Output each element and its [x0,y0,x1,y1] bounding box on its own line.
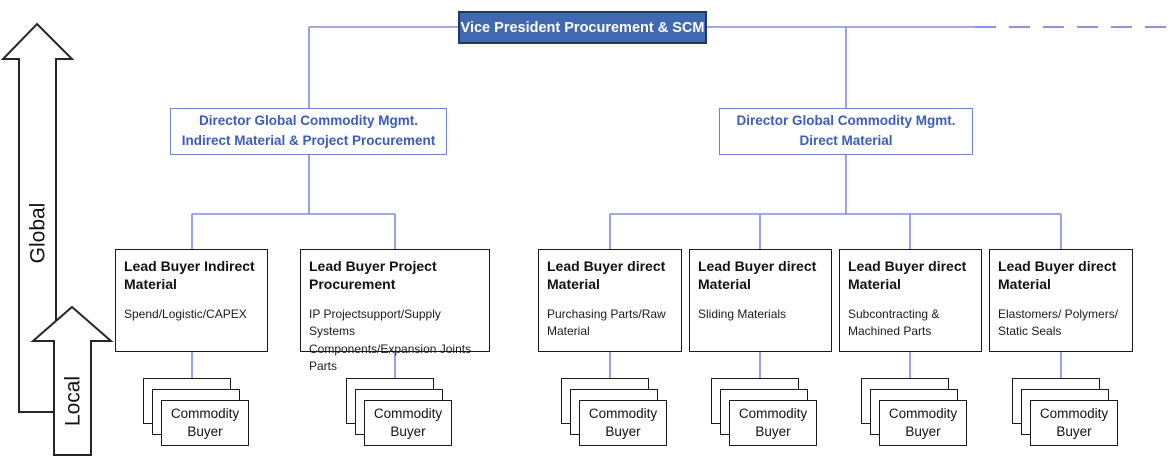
lead-buyer-title: Lead Buyer direct Material [547,258,666,293]
global-up-arrow [0,22,75,413]
global-axis-label: Global [27,203,50,264]
commodity-buyer-label: Commodity Buyer [888,406,958,439]
local-up-arrow [30,305,114,456]
director-indirect-line1: Director Global Commodity Mgmt. [198,113,418,129]
lead-buyer-box-elastomers: Lead Buyer direct Material Elastomers/ P… [989,249,1133,352]
director-direct-box: Director Global Commodity Mgmt. Direct M… [719,108,973,155]
vp-procurement-box: Vice President Procurement & SCM [458,11,707,44]
commodity-buyer-label: Commodity Buyer [588,406,658,439]
stack-card-front: Commodity Buyer [579,400,667,446]
lead-buyer-title: Lead Buyer Project Procurement [309,258,437,293]
lead-buyer-subtitle: Elastomers/ Polymers/ Static Seals [998,306,1119,339]
lead-buyer-title: Lead Buyer Indirect Material [124,258,255,293]
stack-card-front: Commodity Buyer [161,400,249,446]
lead-buyer-title: Lead Buyer direct Material [848,258,967,293]
commodity-buyer-label: Commodity Buyer [1039,406,1109,439]
lead-buyer-subtitle: Purchasing Parts/Raw Material [547,306,666,339]
stack-card-front: Commodity Buyer [879,400,967,446]
commodity-buyer-stack: Commodity Buyer [711,378,821,450]
director-direct-line2: Direct Material [799,133,893,148]
lead-buyer-box-purchasing-parts: Lead Buyer direct Material Purchasing Pa… [538,249,682,352]
director-indirect-box: Director Global Commodity Mgmt. Indirect… [170,108,447,155]
commodity-buyer-stack: Commodity Buyer [346,378,456,450]
stack-card-front: Commodity Buyer [364,400,452,446]
lead-buyer-title: Lead Buyer direct Material [698,258,817,293]
commodity-buyer-stack: Commodity Buyer [861,378,971,450]
lead-buyer-box-indirect-material: Lead Buyer Indirect Material Spend/Logis… [115,249,268,352]
commodity-buyer-label: Commodity Buyer [170,406,240,439]
director-direct-line1: Director Global Commodity Mgmt. [736,113,956,129]
commodity-buyer-stack: Commodity Buyer [1012,378,1122,450]
commodity-buyer-stack: Commodity Buyer [143,378,253,450]
lead-buyer-box-project-procurement: Lead Buyer Project Procurement IP Projec… [300,249,490,373]
commodity-buyer-stack: Commodity Buyer [561,378,671,450]
lead-buyer-subtitle: Subcontracting & Machined Parts [848,306,940,339]
lead-buyer-subtitle: Sliding Materials [698,306,787,321]
director-indirect-line2: Indirect Material & Project Procurement [181,133,436,148]
lead-buyer-subtitle: Spend/Logistic/CAPEX [124,306,247,321]
local-axis-label: Local [62,376,85,426]
commodity-buyer-label: Commodity Buyer [738,406,808,439]
lead-buyer-title: Lead Buyer direct Material [998,258,1117,293]
vp-title: Vice President Procurement & SCM [460,19,705,36]
stack-card-front: Commodity Buyer [1030,400,1118,446]
lead-buyer-box-subcontracting: Lead Buyer direct Material Subcontractin… [839,249,982,352]
lead-buyer-box-sliding-materials: Lead Buyer direct Material Sliding Mater… [689,249,832,352]
commodity-buyer-label: Commodity Buyer [373,406,443,439]
lead-buyer-subtitle: IP Projectsupport/Supply Systems Compone… [309,306,472,374]
stack-card-front: Commodity Buyer [729,400,817,446]
